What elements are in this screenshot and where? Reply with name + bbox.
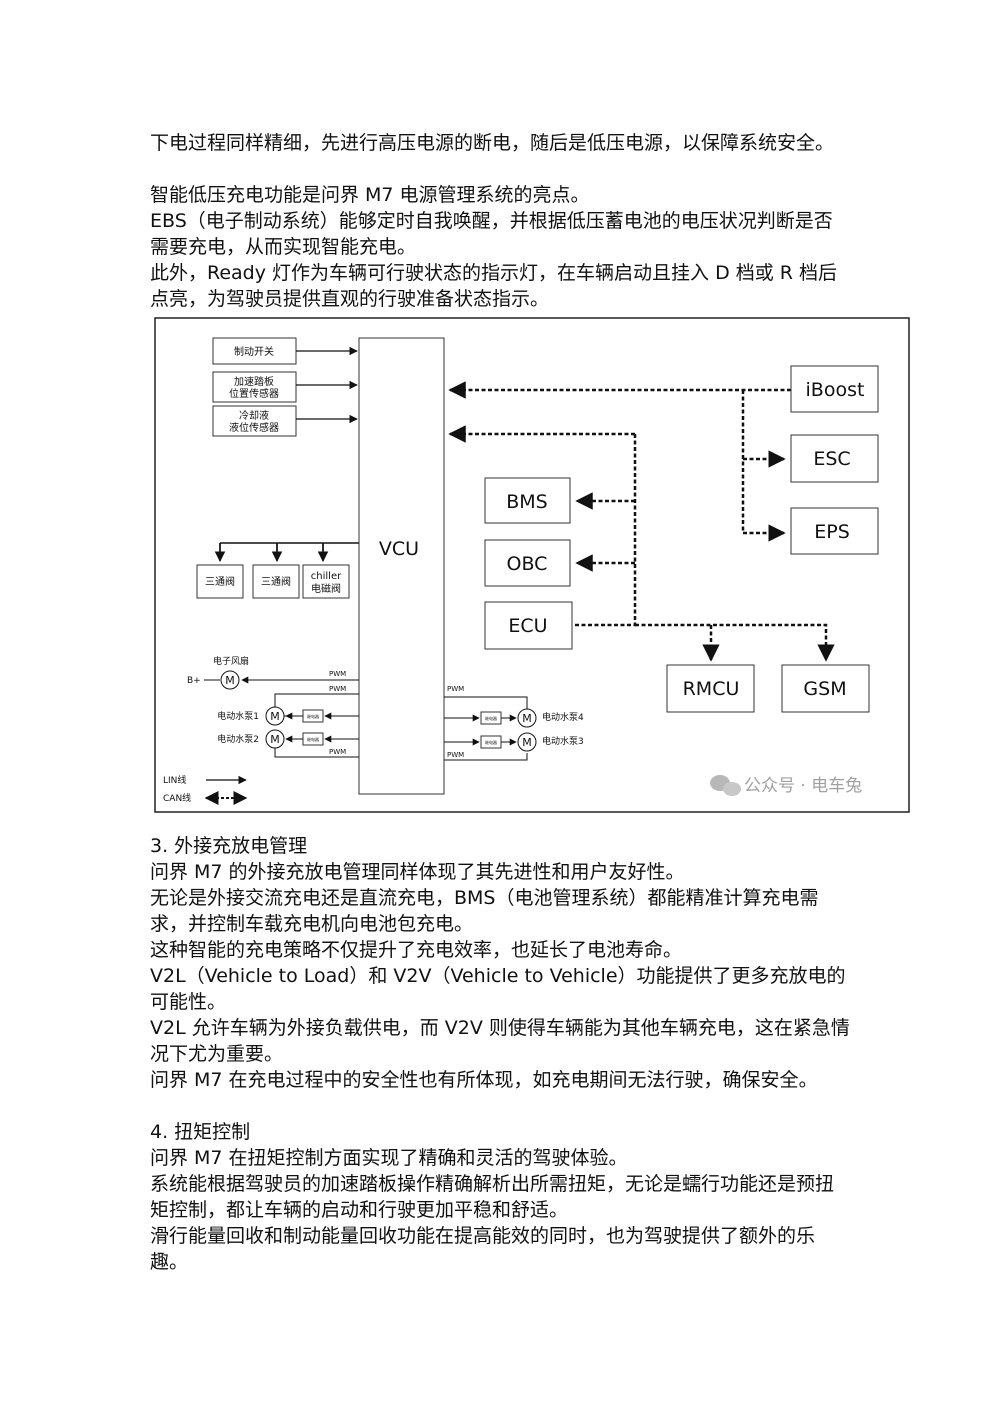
svg-text:BMS: BMS [506,491,548,513]
svg-text:制动开关: 制动开关 [234,345,274,358]
svg-text:PWM: PWM [329,670,346,678]
bplus-label: B+ [187,676,201,686]
svg-text:ESC: ESC [813,448,850,470]
module-eps: EPS [790,507,879,555]
sensor-coolant-level: 冷却液 液位传感器 [212,405,297,437]
valve-chiller: chiller 电磁阀 [302,564,350,599]
svg-text:M: M [225,674,235,687]
svg-text:位置传感器: 位置传感器 [229,387,279,400]
pump4-label: 电动水泵4 [542,711,584,723]
module-ecu: ECU [484,601,573,650]
paragraph: 无论是外接交流充电还是直流充电，BMS（电池管理系统）都能精准计算充电需求，并控… [150,887,819,935]
paragraph: 下电过程同样精细，先进行高压电源的断电，随后是低压电源，以保障系统安全。 [150,132,835,154]
svg-text:继电器: 继电器 [485,715,497,721]
svg-text:三通阀: 三通阀 [205,575,235,588]
wechat-icon [710,775,741,796]
paragraph: 智能低压充电功能是问界 M7 电源管理系统的亮点。 [150,184,590,206]
paragraph: V2L 允许车辆为外接负载供电，而 V2V 则使得车辆能为其他车辆充电，这在紧急… [150,1017,850,1065]
svg-text:加速踏板: 加速踏板 [234,375,274,388]
svg-text:M: M [522,736,532,749]
watermark: 公众号 · 电车兔 [744,776,862,796]
svg-text:M: M [270,733,280,746]
svg-text:PWM: PWM [329,685,346,693]
svg-text:OBC: OBC [507,553,548,575]
svg-text:M: M [270,710,280,723]
paragraph: 问界 M7 的外接充放电管理同样体现了其先进性和用户友好性。 [150,861,685,883]
paragraph: EBS（电子制动系统）能够定时自我唤醒，并根据低压蓄电池的电压状况判断是否需要充… [150,210,833,258]
module-rmcu: RMCU [666,664,755,713]
module-esc: ESC [790,434,879,483]
svg-text:三通阀: 三通阀 [261,575,291,588]
pump3-label: 电动水泵3 [542,735,584,747]
svg-text:ECU: ECU [508,615,547,637]
module-iboost: iBoost [790,365,879,413]
sensor-accelerator-pedal: 加速踏板 位置传感器 [212,371,297,403]
section-heading: 3. 外接充放电管理 [150,835,308,857]
paragraph: 系统能根据驾驶员的加速踏板操作精确解析出所需扭矩，无论是蠕行功能还是预扭矩控制，… [150,1173,835,1221]
pump3-motor-icon [517,732,537,752]
vcu-box [358,337,445,795]
svg-text:RMCU: RMCU [683,678,740,700]
pump1-motor-icon [265,706,285,726]
svg-text:iBoost: iBoost [806,379,865,401]
module-bms: BMS [484,477,571,524]
legend-lin-label: LIN线 [163,774,186,786]
svg-text:PWM: PWM [329,748,346,756]
svg-text:PWM: PWM [447,685,464,693]
svg-text:冷却液: 冷却液 [239,409,269,422]
svg-text:液位传感器: 液位传感器 [229,421,279,434]
svg-text:GSM: GSM [803,678,846,700]
svg-text:chiller: chiller [311,571,342,582]
paragraph: 这种智能的充电策略不仅提升了充电效率，也延长了电池寿命。 [150,939,683,961]
pump4-motor-icon [517,708,537,728]
pump1-label: 电动水泵1 [217,710,259,722]
svg-text:EPS: EPS [814,521,850,543]
legend-can-label: CAN线 [163,792,191,804]
svg-text:M: M [522,712,532,725]
section-heading: 4. 扭矩控制 [150,1121,251,1143]
module-gsm: GSM [781,664,870,713]
valve-three-way-1: 三通阀 [196,564,244,599]
valve-three-way-2: 三通阀 [252,564,300,599]
pump2-label: 电动水泵2 [217,733,259,745]
fan-label: 电子风扇 [213,655,249,667]
svg-text:继电器: 继电器 [307,736,319,742]
paragraph: 滑行能量回收和制动能量回收功能在提高能效的同时，也为驾驶提供了额外的乐趣。 [150,1225,816,1273]
fan-motor-icon [220,670,240,690]
vcu-label: VCU [379,538,419,560]
paragraph: V2L（Vehicle to Load）和 V2V（Vehicle to Veh… [150,965,846,1013]
svg-text:继电器: 继电器 [485,739,497,745]
paragraph: 此外，Ready 灯作为车辆可行驶状态的指示灯，在车辆启动且挂入 D 档或 R … [150,262,838,310]
svg-text:继电器: 继电器 [307,713,319,719]
vcu-architecture-diagram: VCU 制动开关 加速踏板 位置传感器 冷却液 液位传感器 三通阀 三通阀 ch… [154,317,910,813]
module-obc: OBC [484,539,571,587]
svg-text:电磁阀: 电磁阀 [311,582,341,595]
svg-text:PWM: PWM [447,751,464,759]
paragraph: 问界 M7 在充电过程中的安全性也有所体现，如充电期间无法行驶，确保安全。 [150,1069,818,1091]
sensor-brake-switch: 制动开关 [212,337,297,365]
paragraph: 问界 M7 在扭矩控制方面实现了精确和灵活的驾驶体验。 [150,1147,628,1169]
